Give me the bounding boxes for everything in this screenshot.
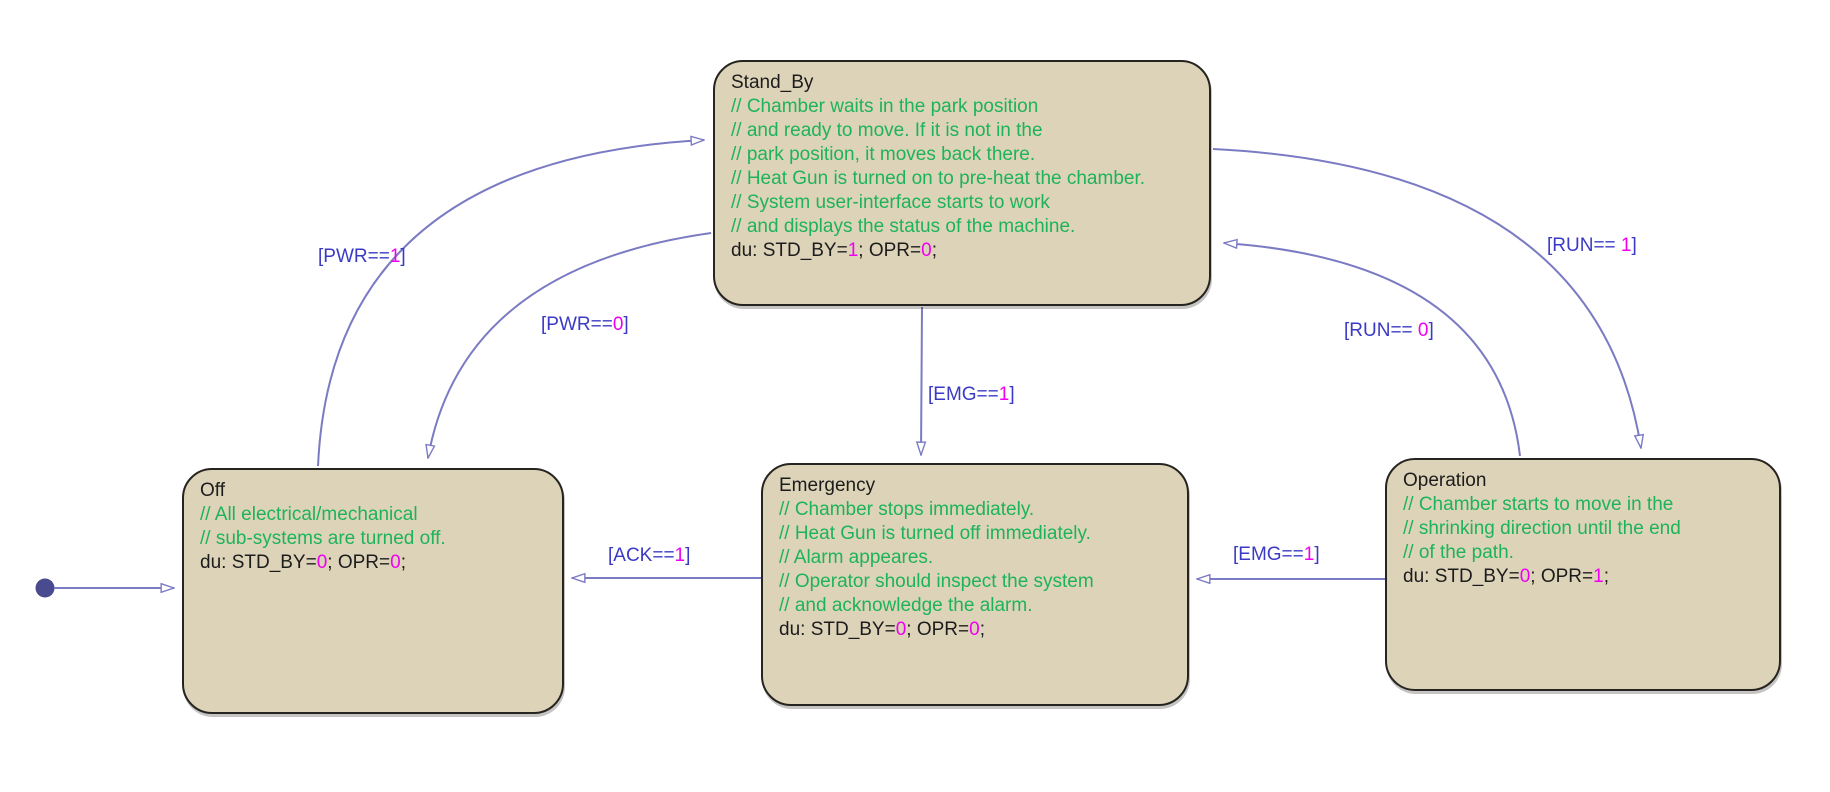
- state-comment: // shrinking direction until the end: [1403, 518, 1681, 539]
- state-comment: // and displays the status of the machin…: [731, 216, 1076, 237]
- state-title: Off: [200, 480, 225, 501]
- state-comment: // Chamber starts to move in the: [1403, 494, 1674, 515]
- transition-label-emg-operation[interactable]: [EMG==1]: [1233, 544, 1320, 565]
- transition-label-run-1[interactable]: [RUN== 1]: [1547, 235, 1637, 256]
- transition-run-1[interactable]: [1212, 148, 1641, 448]
- initial-state-dot[interactable]: [35, 578, 55, 598]
- transition-pwr-1[interactable]: [317, 140, 704, 467]
- state-comment: // Heat Gun is turned off immediately.: [779, 523, 1091, 544]
- state-during-action: du: STD_BY=0; OPR=0;: [200, 552, 406, 573]
- state-title: Operation: [1403, 470, 1487, 491]
- state-comment: // park position, it moves back there.: [731, 144, 1036, 165]
- state-emergency[interactable]: Emergency // Chamber stops immediately. …: [761, 463, 1189, 706]
- state-during-action: du: STD_BY=0; OPR=0;: [779, 619, 985, 640]
- transition-pwr-0[interactable]: [428, 232, 712, 458]
- transition-run-0[interactable]: [1224, 243, 1521, 457]
- state-comment: // and acknowledge the alarm.: [779, 595, 1033, 616]
- transition-label-emg-standby[interactable]: [EMG==1]: [928, 384, 1015, 405]
- state-off[interactable]: Off // All electrical/mechanical // sub-…: [182, 468, 564, 714]
- state-operation[interactable]: Operation // Chamber starts to move in t…: [1385, 458, 1781, 691]
- state-during-action: du: STD_BY=0; OPR=1;: [1403, 566, 1609, 587]
- transition-label-pwr-1[interactable]: [PWR==1]: [318, 246, 406, 267]
- state-comment: // and ready to move. If it is not in th…: [731, 120, 1043, 141]
- state-title: Emergency: [779, 475, 876, 496]
- state-during-action: du: STD_BY=1; OPR=0;: [731, 240, 937, 261]
- state-comment: // Operator should inspect the system: [779, 571, 1094, 592]
- state-comment: // All electrical/mechanical: [200, 504, 418, 525]
- state-title: Stand_By: [731, 72, 814, 93]
- state-comment: // of the path.: [1403, 542, 1514, 563]
- state-comment: // sub-systems are turned off.: [200, 528, 446, 549]
- state-stand-by[interactable]: Stand_By // Chamber waits in the park po…: [713, 60, 1211, 306]
- state-comment: // Chamber waits in the park position: [731, 96, 1039, 117]
- transition-label-run-0[interactable]: [RUN== 0]: [1344, 320, 1434, 341]
- state-comment: // Alarm appeares.: [779, 547, 934, 568]
- state-comment: // System user-interface starts to work: [731, 192, 1050, 213]
- transition-label-ack-1[interactable]: [ACK==1]: [608, 545, 691, 566]
- transition-emg-standby-to-emergency[interactable]: [921, 306, 922, 455]
- state-comment: // Chamber stops immediately.: [779, 499, 1035, 520]
- transition-label-pwr-0[interactable]: [PWR==0]: [541, 314, 629, 335]
- state-comment: // Heat Gun is turned on to pre-heat the…: [731, 168, 1146, 189]
